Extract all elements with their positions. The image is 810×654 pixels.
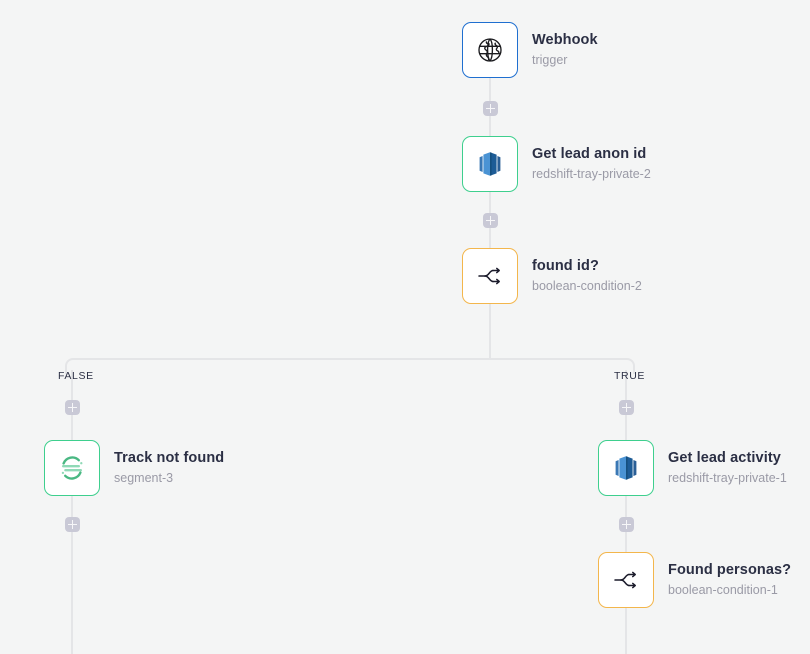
node-track-not-found-icon-box[interactable] — [44, 440, 100, 496]
segment-icon — [56, 452, 88, 484]
globe-icon — [474, 34, 506, 66]
node-webhook-subtitle: trigger — [532, 52, 568, 67]
edge-corner-true — [619, 358, 635, 374]
redshift-icon — [611, 453, 641, 483]
branch-icon — [474, 260, 506, 292]
node-found-personas-icon-box[interactable] — [598, 552, 654, 608]
edge-split-horizontal — [79, 358, 621, 360]
branch-icon — [610, 564, 642, 596]
node-get-lead-anon-id[interactable]: Get lead anon id redshift-tray-private-2 — [462, 136, 651, 192]
node-get-lead-anon-id-subtitle: redshift-tray-private-2 — [532, 166, 651, 181]
edge-true-condition-to-bottom — [625, 608, 627, 654]
node-get-lead-anon-id-text: Get lead anon id redshift-tray-private-2 — [532, 146, 651, 182]
node-webhook-title: Webhook — [532, 32, 598, 49]
node-get-lead-activity-title: Get lead activity — [668, 450, 781, 467]
node-found-personas-subtitle: boolean-condition-1 — [668, 582, 778, 597]
node-get-lead-anon-id-title: Get lead anon id — [532, 146, 647, 163]
node-get-lead-activity-subtitle: redshift-tray-private-1 — [668, 470, 787, 485]
node-get-lead-activity[interactable]: Get lead activity redshift-tray-private-… — [598, 440, 787, 496]
node-found-id-title: found id? — [532, 258, 599, 275]
node-webhook-text: Webhook trigger — [532, 32, 598, 68]
node-track-not-found-subtitle: segment-3 — [114, 470, 174, 485]
node-get-lead-activity-icon-box[interactable] — [598, 440, 654, 496]
node-found-id[interactable]: found id? boolean-condition-2 — [462, 248, 642, 304]
add-step-button-after-get-lead-anon-id[interactable] — [483, 213, 498, 228]
add-step-button-after-get-lead-activity[interactable] — [619, 517, 634, 532]
edge-false-node-to-bottom — [71, 496, 73, 654]
node-found-id-icon-box[interactable] — [462, 248, 518, 304]
node-get-lead-activity-text: Get lead activity redshift-tray-private-… — [668, 450, 787, 486]
add-step-button-after-track-not-found[interactable] — [65, 517, 80, 532]
branch-label-false: FALSE — [58, 370, 94, 382]
add-step-button-true-branch-top[interactable] — [619, 400, 634, 415]
node-track-not-found-title: Track not found — [114, 450, 225, 467]
node-found-id-text: found id? boolean-condition-2 — [532, 258, 642, 294]
node-found-personas[interactable]: Found personas? boolean-condition-1 — [598, 552, 791, 608]
redshift-icon — [475, 149, 505, 179]
node-webhook[interactable]: Webhook trigger — [462, 22, 598, 78]
edge-corner-false — [65, 358, 81, 374]
node-track-not-found-text: Track not found segment-3 — [114, 450, 224, 486]
node-webhook-icon-box[interactable] — [462, 22, 518, 78]
add-step-button-after-webhook[interactable] — [483, 101, 498, 116]
edge-foundid-to-split — [489, 304, 491, 360]
node-get-lead-anon-id-icon-box[interactable] — [462, 136, 518, 192]
node-found-personas-text: Found personas? boolean-condition-1 — [668, 562, 791, 598]
node-found-personas-title: Found personas? — [668, 562, 792, 579]
node-track-not-found[interactable]: Track not found segment-3 — [44, 440, 224, 496]
add-step-button-false-branch-top[interactable] — [65, 400, 80, 415]
branch-label-true: TRUE — [614, 370, 645, 382]
node-found-id-subtitle: boolean-condition-2 — [532, 278, 642, 293]
